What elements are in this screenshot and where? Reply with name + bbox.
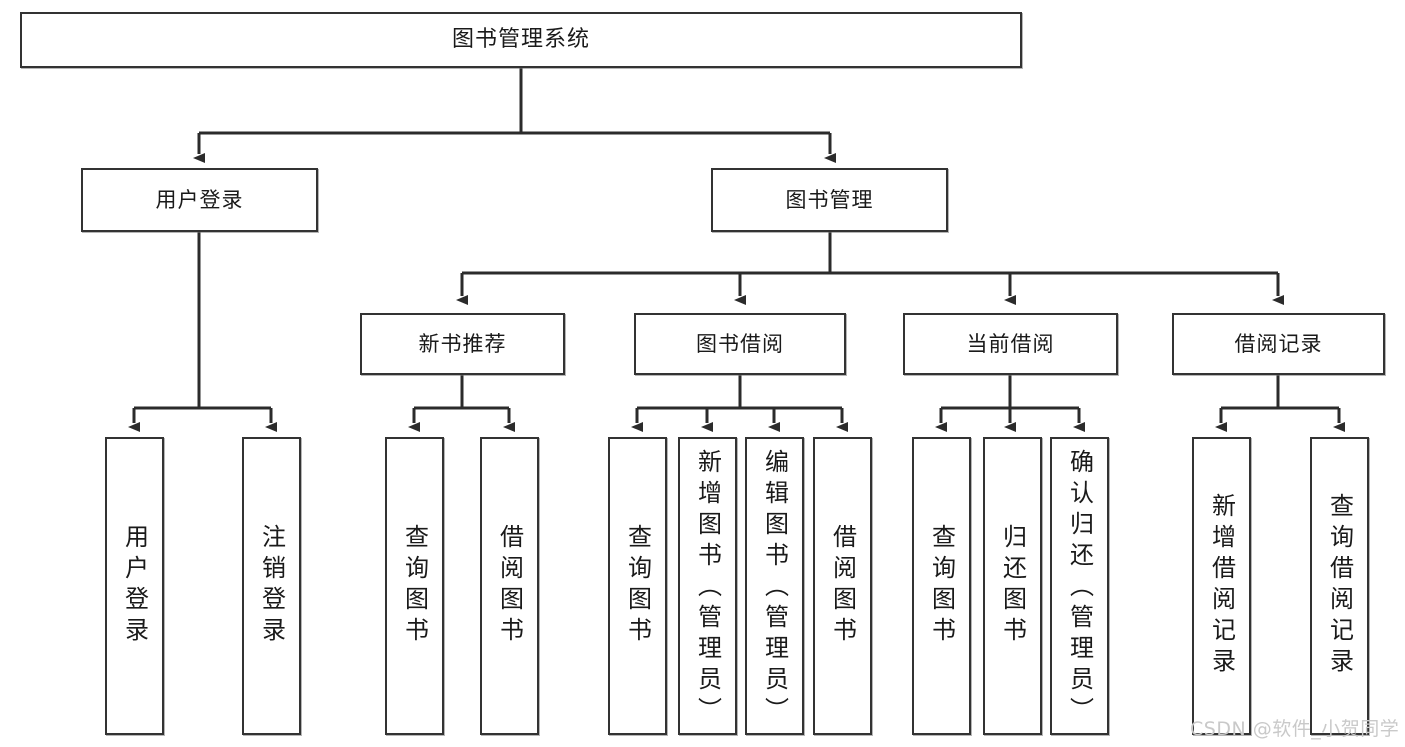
leaf-borrow-record-query-record[interactable]: 查询借阅记录 (1310, 437, 1369, 735)
node-label: 用户登录 (120, 524, 149, 648)
leaf-book-borrow-add-book-admin[interactable]: 新增图书（管理员） (678, 437, 737, 735)
node-label: 图书管理系统 (451, 27, 590, 53)
node-label: 新增图书（管理员） (693, 449, 722, 728)
leaf-book-borrow-edit-book-admin[interactable]: 编辑图书（管理员） (745, 437, 804, 735)
node-label: 借阅图书 (828, 524, 857, 648)
node-label: 新书推荐 (418, 331, 507, 356)
leaf-new-book-borrow-book[interactable]: 借阅图书 (480, 437, 539, 735)
leaf-current-borrow-return-book[interactable]: 归还图书 (983, 437, 1042, 735)
node-label: 查询借阅记录 (1325, 493, 1354, 679)
node-book-management[interactable]: 图书管理 (711, 168, 948, 232)
node-current-borrow[interactable]: 当前借阅 (903, 313, 1118, 375)
node-label: 借阅记录 (1234, 331, 1323, 356)
leaf-current-borrow-confirm-return-admin[interactable]: 确认归还（管理员） (1050, 437, 1109, 735)
node-borrow-record[interactable]: 借阅记录 (1172, 313, 1385, 375)
node-new-book-recommend[interactable]: 新书推荐 (360, 313, 565, 375)
node-label: 图书借阅 (696, 331, 784, 356)
node-label: 查询图书 (927, 524, 956, 648)
node-label: 用户登录 (155, 187, 244, 212)
node-label: 新增借阅记录 (1207, 493, 1236, 679)
node-label: 查询图书 (623, 524, 652, 648)
leaf-user-login-logout[interactable]: 注销登录 (242, 437, 301, 735)
node-label: 查询图书 (400, 524, 429, 648)
node-label: 借阅图书 (495, 524, 524, 648)
leaf-book-borrow-borrow-book[interactable]: 借阅图书 (813, 437, 872, 735)
node-user-login[interactable]: 用户登录 (81, 168, 318, 232)
leaf-new-book-query-book[interactable]: 查询图书 (385, 437, 444, 735)
node-label: 当前借阅 (966, 331, 1055, 356)
leaf-borrow-record-add-record[interactable]: 新增借阅记录 (1192, 437, 1251, 735)
csdn-watermark: CSDN @软件_小贺同学 (1190, 718, 1400, 740)
node-label: 图书管理 (785, 187, 874, 212)
node-label: 编辑图书（管理员） (760, 449, 789, 728)
leaf-current-borrow-query-book[interactable]: 查询图书 (912, 437, 971, 735)
node-root-book-management-system[interactable]: 图书管理系统 (20, 12, 1022, 68)
leaf-user-login-login[interactable]: 用户登录 (105, 437, 164, 735)
node-label: 注销登录 (257, 524, 286, 648)
node-label: 确认归还（管理员） (1065, 449, 1094, 728)
node-label: 归还图书 (998, 524, 1027, 648)
node-book-borrow[interactable]: 图书借阅 (634, 313, 846, 375)
leaf-book-borrow-query-book[interactable]: 查询图书 (608, 437, 667, 735)
